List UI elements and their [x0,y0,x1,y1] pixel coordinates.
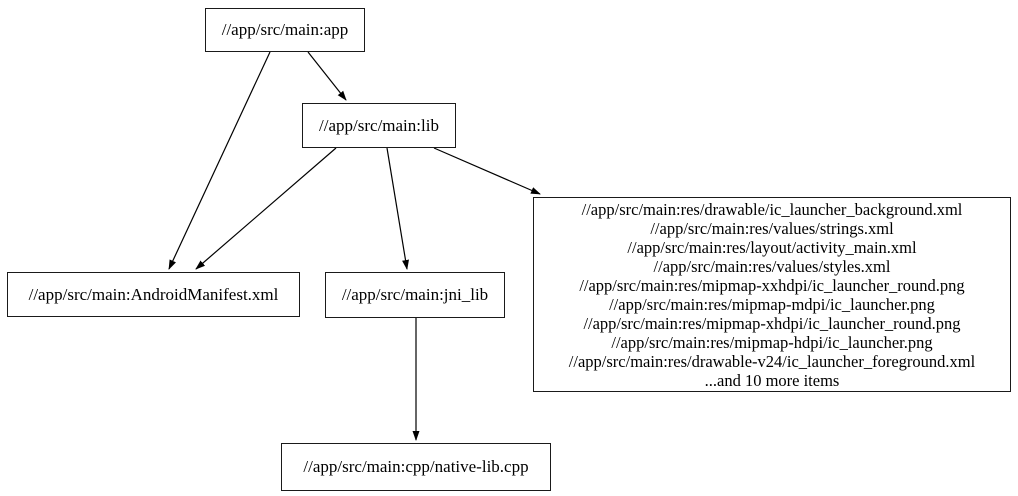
edge-lib-to-res [433,147,541,195]
edge-lib-to-manifest [195,147,337,270]
node-res-file-group: //app/src/main:res/drawable/ic_launcher_… [533,197,1011,392]
node-app-target: //app/src/main:app [205,8,365,52]
node-lib-target: //app/src/main:lib [302,103,456,148]
node-native-lib-cpp: //app/src/main:cpp/native-lib.cpp [281,443,551,491]
node-jni-lib-target: //app/src/main:jni_lib [325,272,505,318]
edge-app-to-lib [307,51,347,101]
edge-lib-to-jni-lib [386,147,409,270]
node-android-manifest: //app/src/main:AndroidManifest.xml [7,272,300,317]
edge-app-to-manifest [168,51,271,270]
